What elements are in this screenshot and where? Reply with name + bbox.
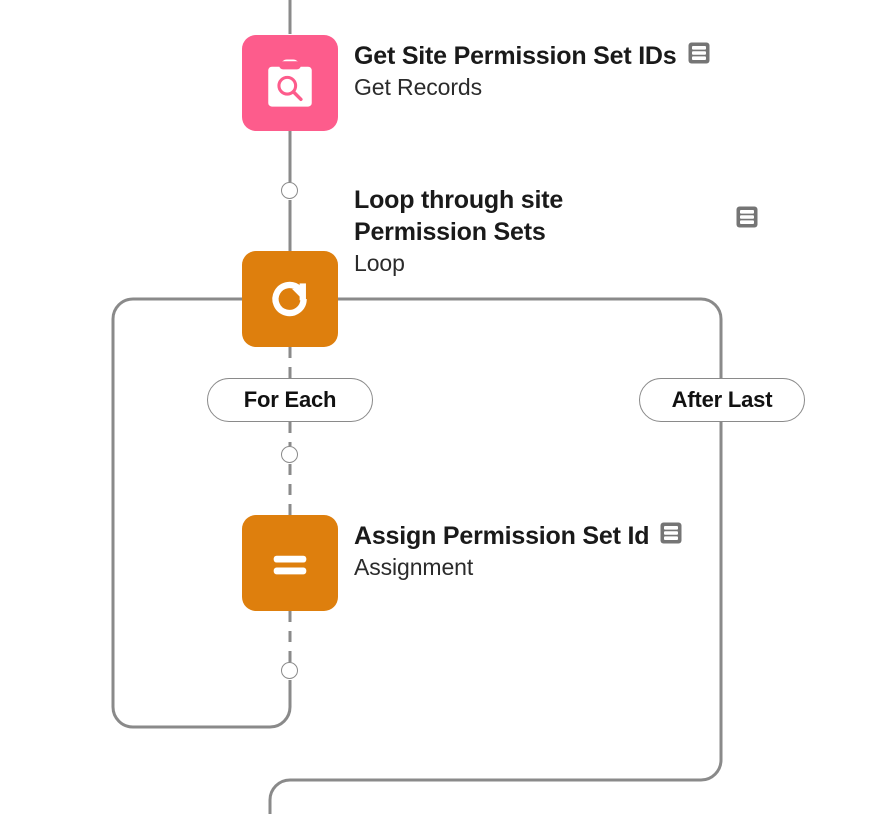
branch-pill-for-each-label: For Each [243,387,337,412]
equals-icon [273,555,307,575]
connector-dot-above-loop[interactable] [281,182,298,199]
node-assign-permission-set-id-subtitle: Assignment [354,554,474,580]
node-loop-through-site-permission-sets-subtitle: Loop [354,250,405,276]
branch-pill-for-each[interactable]: For Each [207,378,373,422]
node-assign-permission-set-id-title: Assign Permission Set Id [354,522,650,550]
node-get-site-permission-set-ids-title: Get Site Permission Set IDs [354,42,677,70]
node-loop-through-site-permission-sets-icon[interactable] [242,251,338,347]
branch-pill-after-last[interactable]: After Last [639,378,805,422]
branch-pill-after-last-label: After Last [671,387,773,412]
wire-after-last-rail-top [338,297,723,378]
loop-circular-arrow-icon [272,281,307,317]
connector-dot-below-for-each[interactable] [281,446,298,463]
node-loop-through-site-permission-sets-title: Loop through site Permission Sets [354,186,564,246]
clipboard-search-icon [268,59,312,107]
node-get-site-permission-set-ids-subtitle: Get Records [354,74,483,100]
node-get-site-permission-set-ids-icon[interactable] [242,35,338,131]
wire-loop-left-rail [111,297,292,729]
node-assign-permission-set-id-text: Assign Permission Set Id Assignment [354,520,683,582]
node-assign-permission-set-id-icon[interactable] [242,515,338,611]
element-menu-icon[interactable] [687,40,711,66]
element-menu-icon[interactable] [735,204,759,230]
connector-dot-below-assignment[interactable] [281,662,298,679]
element-menu-icon[interactable] [659,520,683,546]
node-loop-through-site-permission-sets-text: Loop through site Permission Sets Loop [354,184,563,278]
node-get-site-permission-set-ids-text: Get Site Permission Set IDs Get Records [354,40,711,102]
wire-after-last-rail-bottom [268,422,723,814]
